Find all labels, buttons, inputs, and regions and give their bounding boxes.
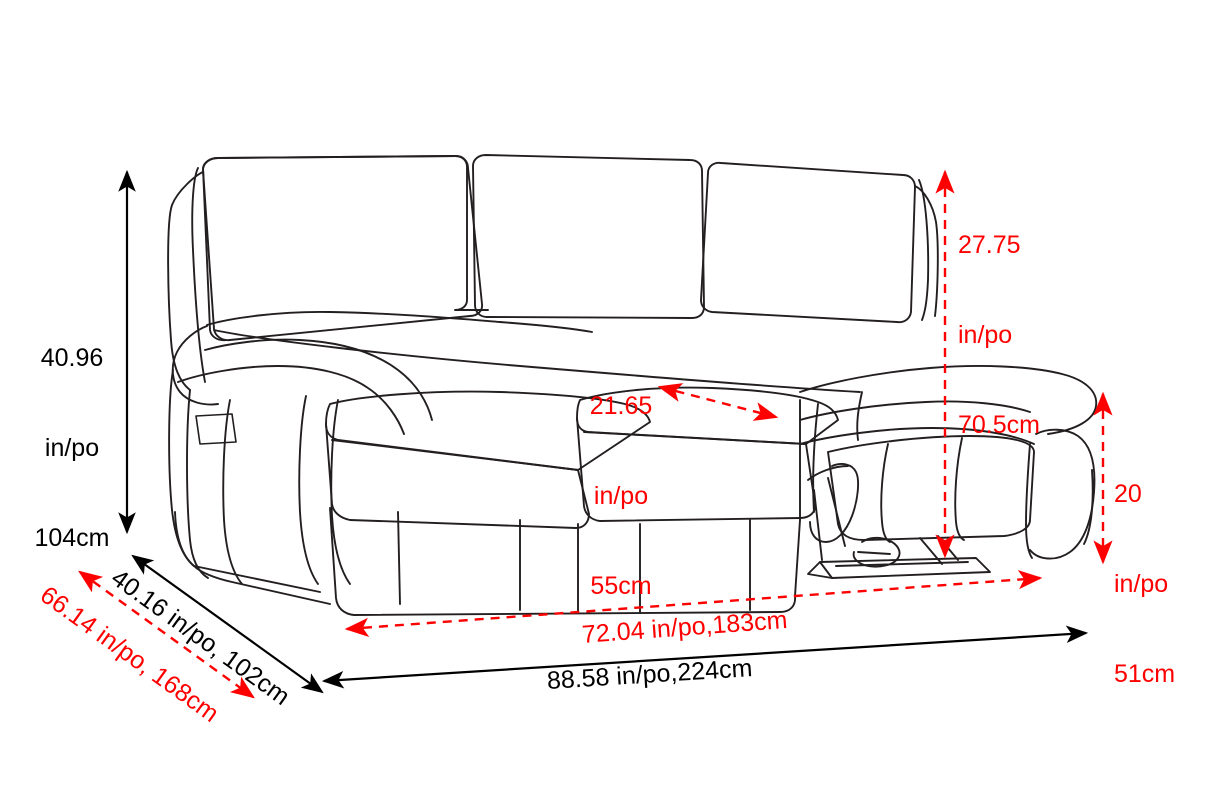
footrest-top — [807, 465, 849, 481]
recliner-leg-1 — [813, 489, 823, 561]
footrest-front-cushion — [852, 536, 901, 568]
seat-cushion-left-seam — [331, 439, 579, 471]
left-arm-front-seam — [298, 395, 319, 585]
dimension-label-seat-depth-line2: in/po — [593, 482, 649, 510]
dimension-label-overall-height-line2: in/po — [44, 434, 100, 462]
dimension-label-seat-depth-line1: 21.65 — [589, 392, 653, 420]
footrest-bar-pad — [857, 551, 891, 555]
dimension-label-seat-height-line3: 51cm — [1114, 660, 1176, 688]
reclined-seat-back-lower — [799, 400, 1031, 421]
sofa-back-lower-edge — [213, 329, 861, 393]
left-arm-front-seam2 — [330, 399, 351, 585]
footrest-base-plate-edge — [807, 561, 833, 579]
dimension-label-overall-height-line3: 104cm — [34, 524, 110, 552]
recliner-button-icon — [195, 413, 237, 445]
seat-cushion-right-seam — [583, 431, 807, 445]
left-base-front — [174, 511, 321, 593]
front-rail-seam-1 — [397, 511, 401, 605]
back-cushion-middle — [472, 154, 705, 319]
dimension-label-seat-back-height-line2: in/po — [958, 321, 1013, 349]
right-body-side — [812, 403, 819, 513]
dimension-label-seat-height-line1: 20 — [1114, 480, 1142, 508]
back-cushion-left-body — [202, 155, 484, 342]
dimension-label-seat-back-height-line3: 70.5cm — [958, 411, 1040, 439]
left-arm-top — [206, 310, 593, 333]
dimension-label-seat-depth: 21.65 in/po 55cm — [566, 331, 676, 661]
dimension-label-seat-depth-line3: 55cm — [590, 572, 652, 600]
dimension-line-seating-width — [344, 570, 1043, 637]
reclined-seat-back-edge — [799, 427, 1035, 445]
left-arm-front-edge — [222, 399, 243, 585]
left-base-bottom — [193, 565, 331, 605]
left-back-wing-inner — [191, 167, 206, 383]
dimension-line-seat-depth — [657, 383, 779, 421]
dimension-label-seat-height-line2: in/po — [1114, 570, 1169, 598]
left-arm-roll-outer — [171, 325, 219, 406]
right-arm-outer-edge — [1083, 469, 1094, 545]
footrest-base-inner — [835, 561, 969, 567]
footrest-base-plate — [819, 557, 991, 579]
dimension-label-overall-height-line1: 40.96 — [40, 344, 104, 372]
reclined-back-left-seam — [856, 391, 863, 441]
left-arm-roll-inner — [204, 338, 433, 421]
recliner-strut-2 — [937, 535, 959, 561]
reclined-seat-seam-2 — [954, 437, 965, 541]
dimension-label-seat-back-height-line1: 27.75 — [958, 231, 1021, 259]
dimension-label-overall-height: 40.96 in/po 104cm — [22, 283, 122, 613]
dimension-label-seat-height: 20 in/po 51cm — [1114, 419, 1214, 749]
reclined-seat-seam-1 — [880, 443, 891, 543]
right-arm-inner — [1025, 443, 1033, 559]
reclined-seat-cushion — [827, 435, 1035, 541]
right-back-edge-inner — [918, 179, 930, 321]
sofa-outline — [167, 154, 1098, 616]
dimension-line-overall-depth — [131, 554, 324, 694]
recliner-leg-2 — [827, 477, 846, 547]
left-back-wing — [167, 171, 204, 391]
back-cushion-right — [700, 161, 916, 324]
left-arm-roll-lip — [177, 365, 405, 435]
left-rear-base — [186, 389, 209, 579]
dimension-line-overall-width — [321, 625, 1089, 689]
dimension-label-seat-back-height: 27.75 in/po 70.5cm — [958, 170, 1098, 500]
seat-cushion-left-front — [325, 423, 590, 529]
footrest-pad — [809, 463, 860, 543]
